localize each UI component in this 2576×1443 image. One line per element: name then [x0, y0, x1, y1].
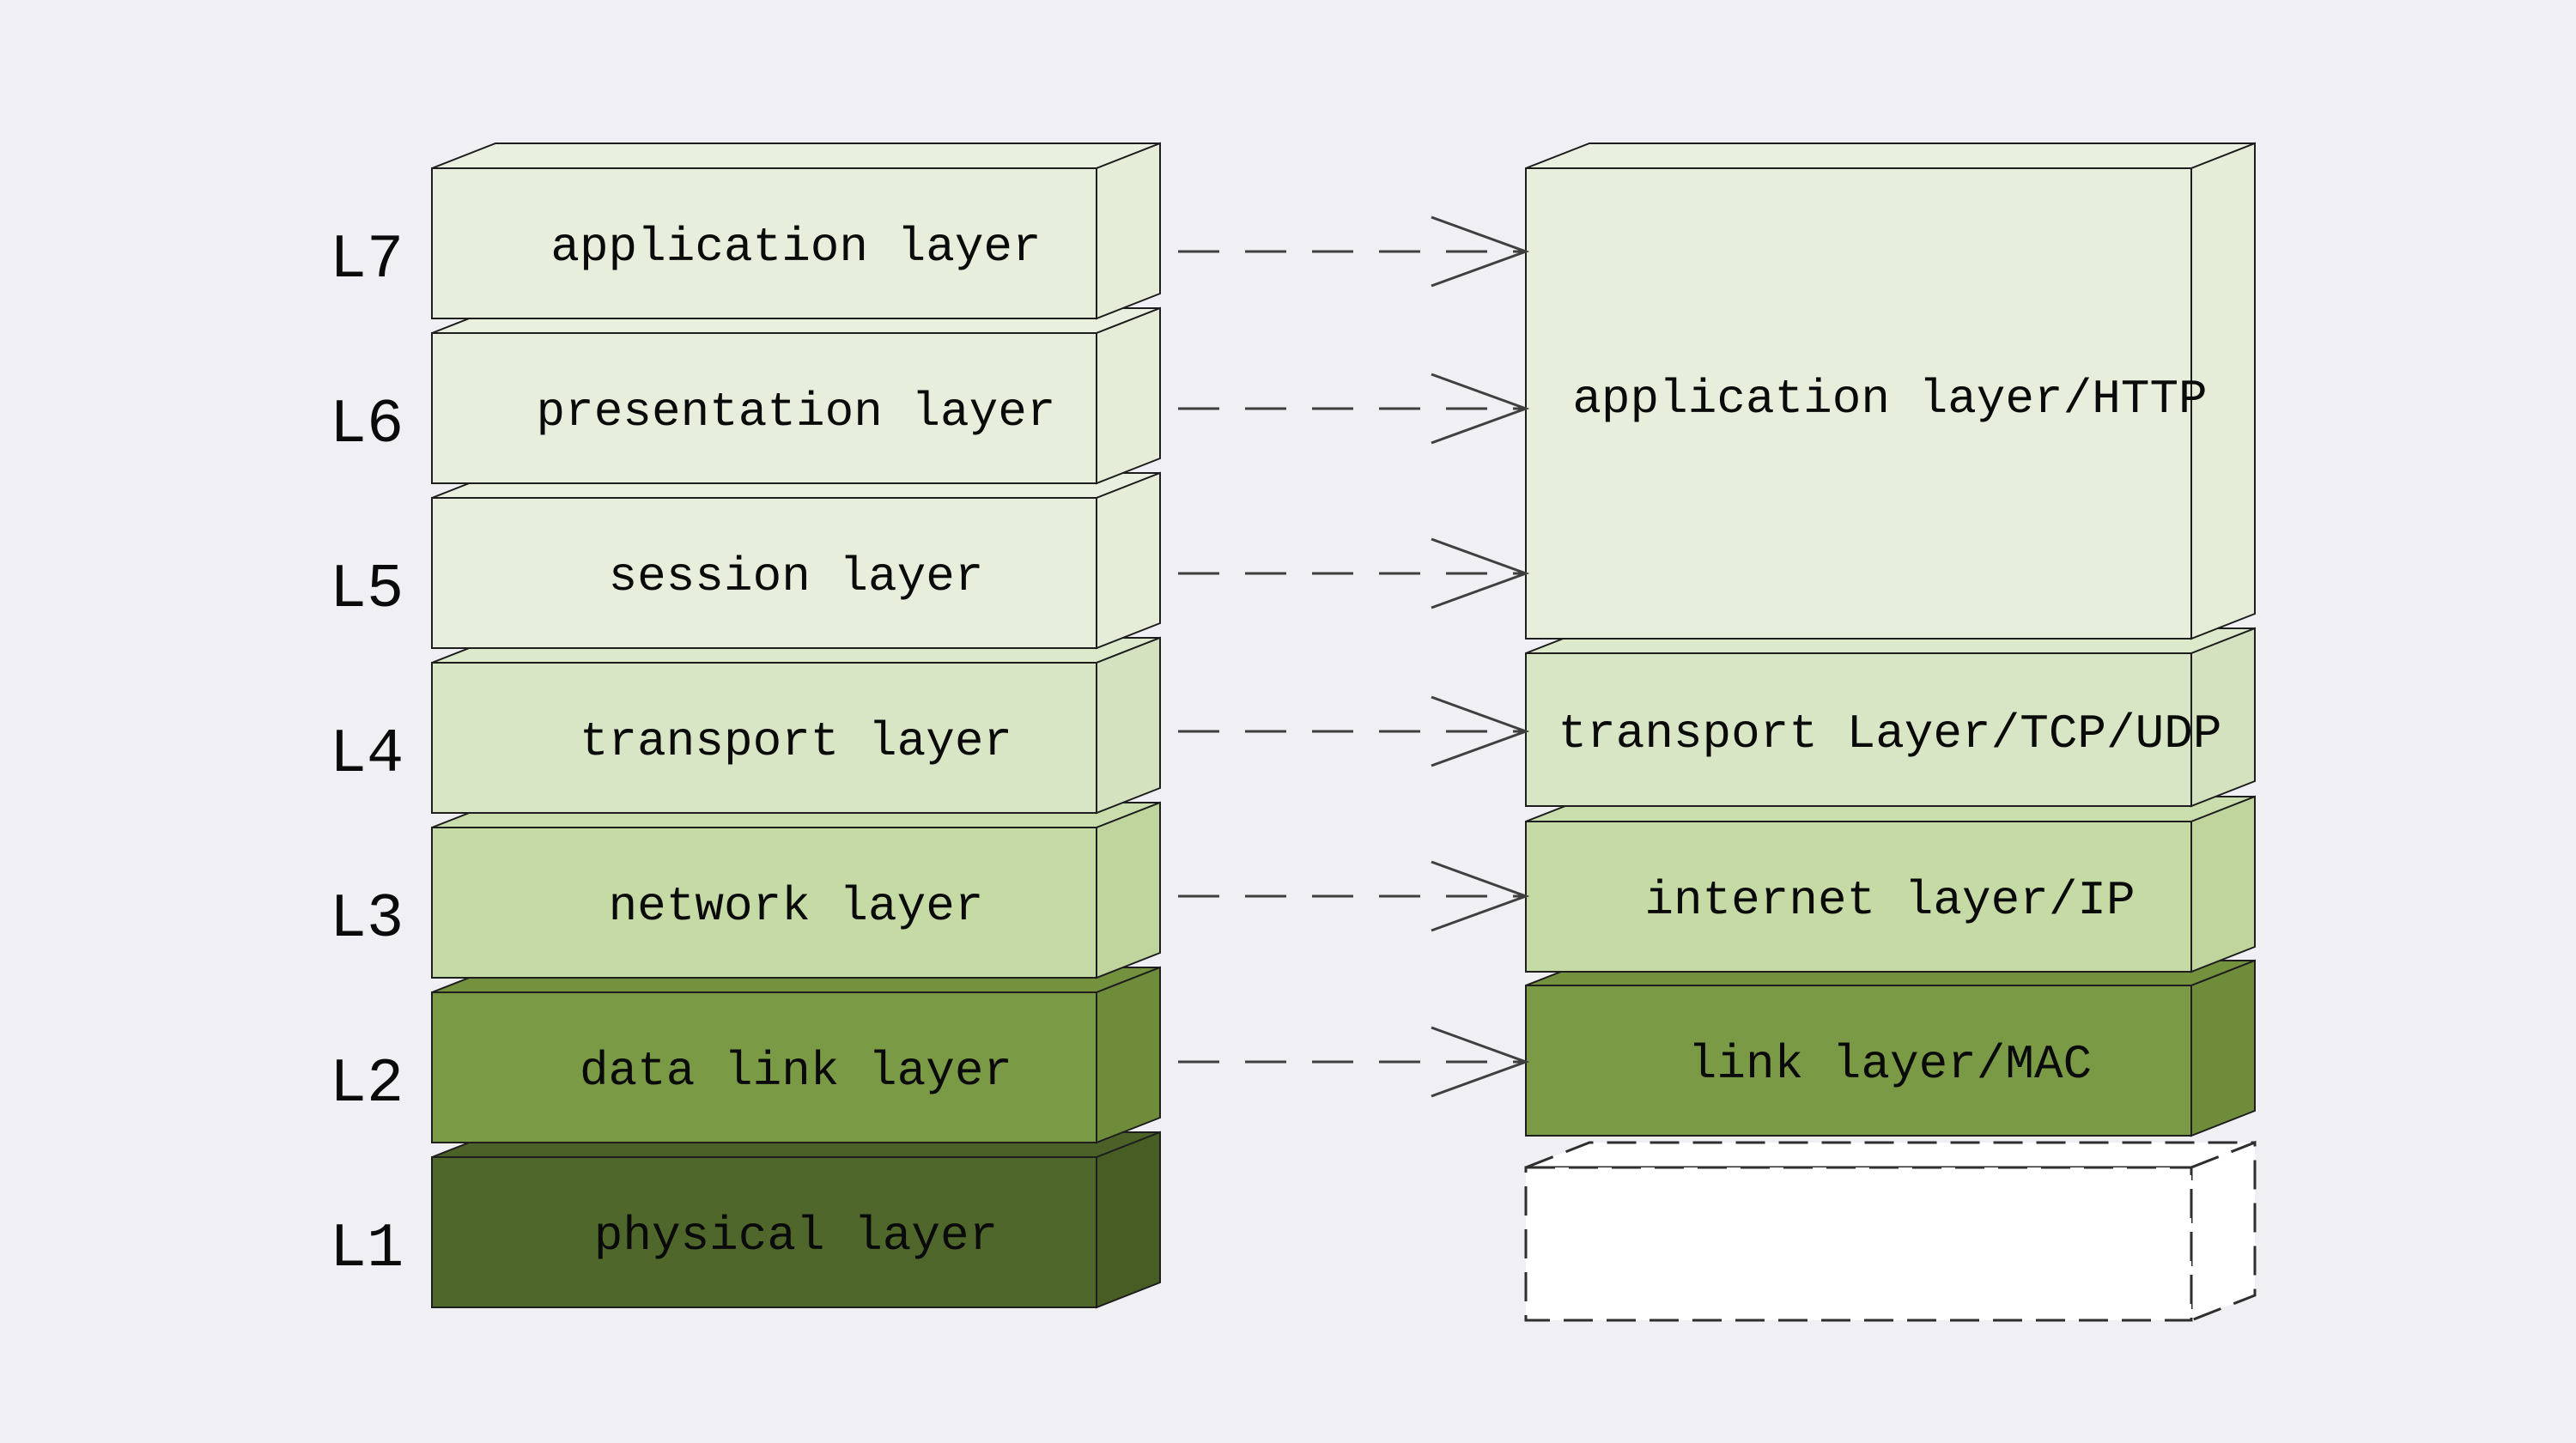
box-front-face [431, 827, 1097, 979]
arrow-head [1431, 537, 1530, 609]
osi-layer-l7-box: application layer [431, 142, 1161, 320]
box-top-face [431, 142, 1161, 169]
osi-layer-l2-label: data link layer [580, 1044, 1012, 1099]
mapping-arrow-l5 [1178, 537, 1530, 609]
osi-level-tag-l5: L5 [330, 555, 404, 625]
osi-layer-l1-label: physical layer [594, 1209, 998, 1264]
box-side-face [1096, 636, 1161, 815]
tcpip-internet-label: internet layer/IP [1644, 873, 2135, 928]
box-side-face [1096, 306, 1161, 485]
osi-layer-l1-box: physical layer [431, 1131, 1161, 1309]
box-front-face [431, 662, 1097, 814]
osi-level-tag-l4: L4 [330, 719, 404, 790]
osi-level-tag-l3: L3 [330, 884, 404, 955]
box-top-face [1525, 142, 2256, 169]
box-front-face [1525, 821, 2192, 973]
box-front-face [431, 1156, 1097, 1308]
tcpip-internet-box: internet layer/IP [1525, 795, 2256, 973]
osi-layer-l4-label: transport layer [580, 714, 1012, 769]
box-side-face [2190, 959, 2256, 1137]
tcpip-transport-label: transport Layer/TCP/UDP [1558, 706, 2222, 761]
mapping-arrow-l4 [1178, 695, 1530, 767]
tcpip-application-box: application layer/HTTP [1525, 142, 2256, 640]
box-front-face [431, 167, 1097, 319]
box-front-face [431, 991, 1097, 1143]
osi-level-tag-l2: L2 [330, 1049, 404, 1119]
box-front-face [431, 332, 1097, 484]
tcpip-application-label: application layer/HTTP [1572, 372, 2207, 427]
box-front-face [1525, 652, 2192, 807]
osi-layer-l7-label: application layer [550, 220, 1041, 275]
box-side-face [1096, 471, 1161, 650]
tcpip-physical-dashed-box [1524, 1140, 2257, 1323]
arrow-head [1431, 860, 1530, 932]
box-front-face [431, 497, 1097, 649]
mapping-arrow-l3 [1178, 860, 1530, 932]
box-front-face [1524, 1166, 2193, 1322]
box-side-face [2190, 1140, 2257, 1323]
osi-layer-l2-box: data link layer [431, 966, 1161, 1144]
box-side-face [1096, 142, 1161, 320]
arrow-head [1431, 1026, 1530, 1098]
box-top-face [1525, 1141, 2256, 1169]
osi-level-tag-l6: L6 [330, 390, 404, 460]
osi-layer-l6-box: presentation layer [431, 306, 1161, 485]
arrow-head [1431, 373, 1530, 445]
tcpip-link-box: link layer/MAC [1525, 959, 2256, 1137]
osi-layer-l3-label: network layer [609, 879, 984, 934]
box-side-face [1096, 966, 1161, 1144]
box-front-face [1525, 985, 2192, 1137]
arrow-head [1431, 695, 1530, 767]
osi-layer-l5-label: session layer [609, 549, 984, 604]
mapping-arrow-l7 [1178, 215, 1530, 288]
osi-layer-l4-box: transport layer [431, 636, 1161, 815]
tcpip-link-label: link layer/MAC [1688, 1037, 2092, 1092]
osi-level-tag-l1: L1 [330, 1214, 404, 1284]
mapping-arrows [1178, 215, 1530, 1098]
osi-level-tag-l7: L7 [330, 225, 404, 295]
tcpip-transport-box: transport Layer/TCP/UDP [1525, 627, 2256, 808]
mapping-arrow-l6 [1178, 373, 1530, 445]
box-side-face [2190, 795, 2256, 973]
osi-layer-l6-label: presentation layer [537, 385, 1056, 440]
box-side-face [1096, 801, 1161, 979]
osi-layer-l5-box: session layer [431, 471, 1161, 650]
osi-layer-l3-box: network layer [431, 801, 1161, 979]
box-side-face [1096, 1131, 1161, 1309]
box-front-face [1525, 167, 2192, 640]
osi-level-tags: L7 L6 L5 L4 L3 L2 L1 [330, 225, 404, 1284]
arrow-head [1431, 215, 1530, 288]
mapping-arrow-l2 [1178, 1026, 1530, 1098]
